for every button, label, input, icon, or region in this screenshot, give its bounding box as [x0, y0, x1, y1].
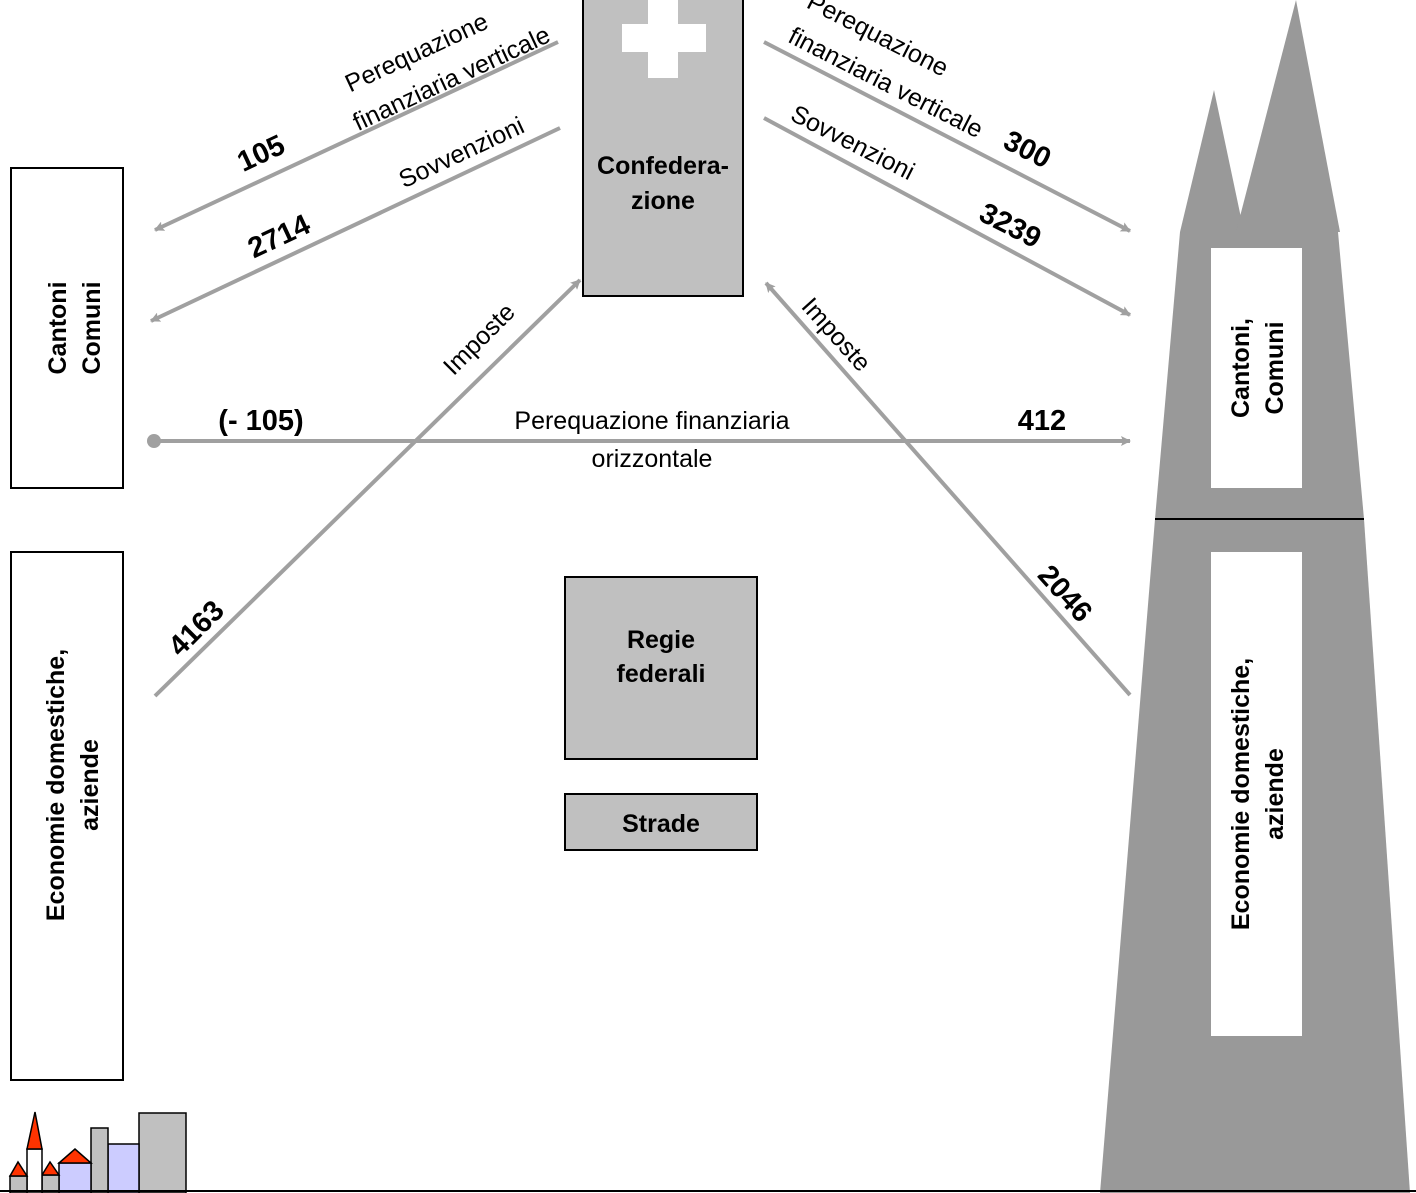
- left-economy-label-2: aziende: [76, 739, 104, 831]
- left-economy-box: [10, 551, 124, 1081]
- swiss-cross-icon: [622, 0, 706, 78]
- arrow-right-subsidies: [763, 116, 1131, 317]
- right-cantons-box: [1211, 248, 1302, 488]
- arrow-right-vertical-eq: [763, 40, 1131, 233]
- left-economy-label-1: Economie domestiche,: [42, 649, 70, 921]
- strade-box: [564, 793, 758, 851]
- horizontal-eq-origin-dot: [147, 434, 161, 448]
- regie-label-1: Regie: [627, 626, 695, 654]
- left-subsidies-value: 2714: [243, 209, 315, 265]
- right-cantons-label-2: Comuni: [1261, 321, 1289, 414]
- horizontal-eq-value-right: 412: [1018, 405, 1066, 437]
- confederation-label-2: zione: [631, 187, 695, 215]
- horizontal-eq-label-1: Perequazione finanziaria: [514, 407, 789, 435]
- confederation-box: [582, 0, 744, 297]
- arrow-left-vertical-eq: [154, 40, 559, 232]
- arrow-left-taxes: [153, 278, 582, 698]
- horizontal-eq-label-2: orizzontale: [592, 445, 713, 473]
- left-taxes-label: Imposte: [438, 298, 521, 381]
- right-cantons-label-1: Cantoni,: [1227, 318, 1255, 418]
- arrow-left-subsidies: [150, 126, 561, 323]
- right-economy-label-1: Economie domestiche,: [1227, 658, 1255, 930]
- horizontal-eq-value-left: (- 105): [218, 405, 303, 437]
- right-economy-label-2: aziende: [1261, 748, 1289, 840]
- left-cantons-box: [10, 167, 124, 489]
- arrow-right-taxes: [764, 281, 1132, 697]
- strade-label: Strade: [622, 810, 700, 838]
- right-economy-box: [1211, 552, 1302, 1036]
- left-cantons-label-2: Comuni: [78, 281, 106, 374]
- regie-label-2: federali: [617, 660, 706, 688]
- left-cantons-label-1: Cantoni: [44, 281, 72, 374]
- right-subsidies-value: 3239: [974, 197, 1046, 255]
- confederation-label-1: Confedera-: [597, 152, 729, 180]
- village-icon: [8, 1111, 187, 1193]
- regie-box: [564, 576, 758, 760]
